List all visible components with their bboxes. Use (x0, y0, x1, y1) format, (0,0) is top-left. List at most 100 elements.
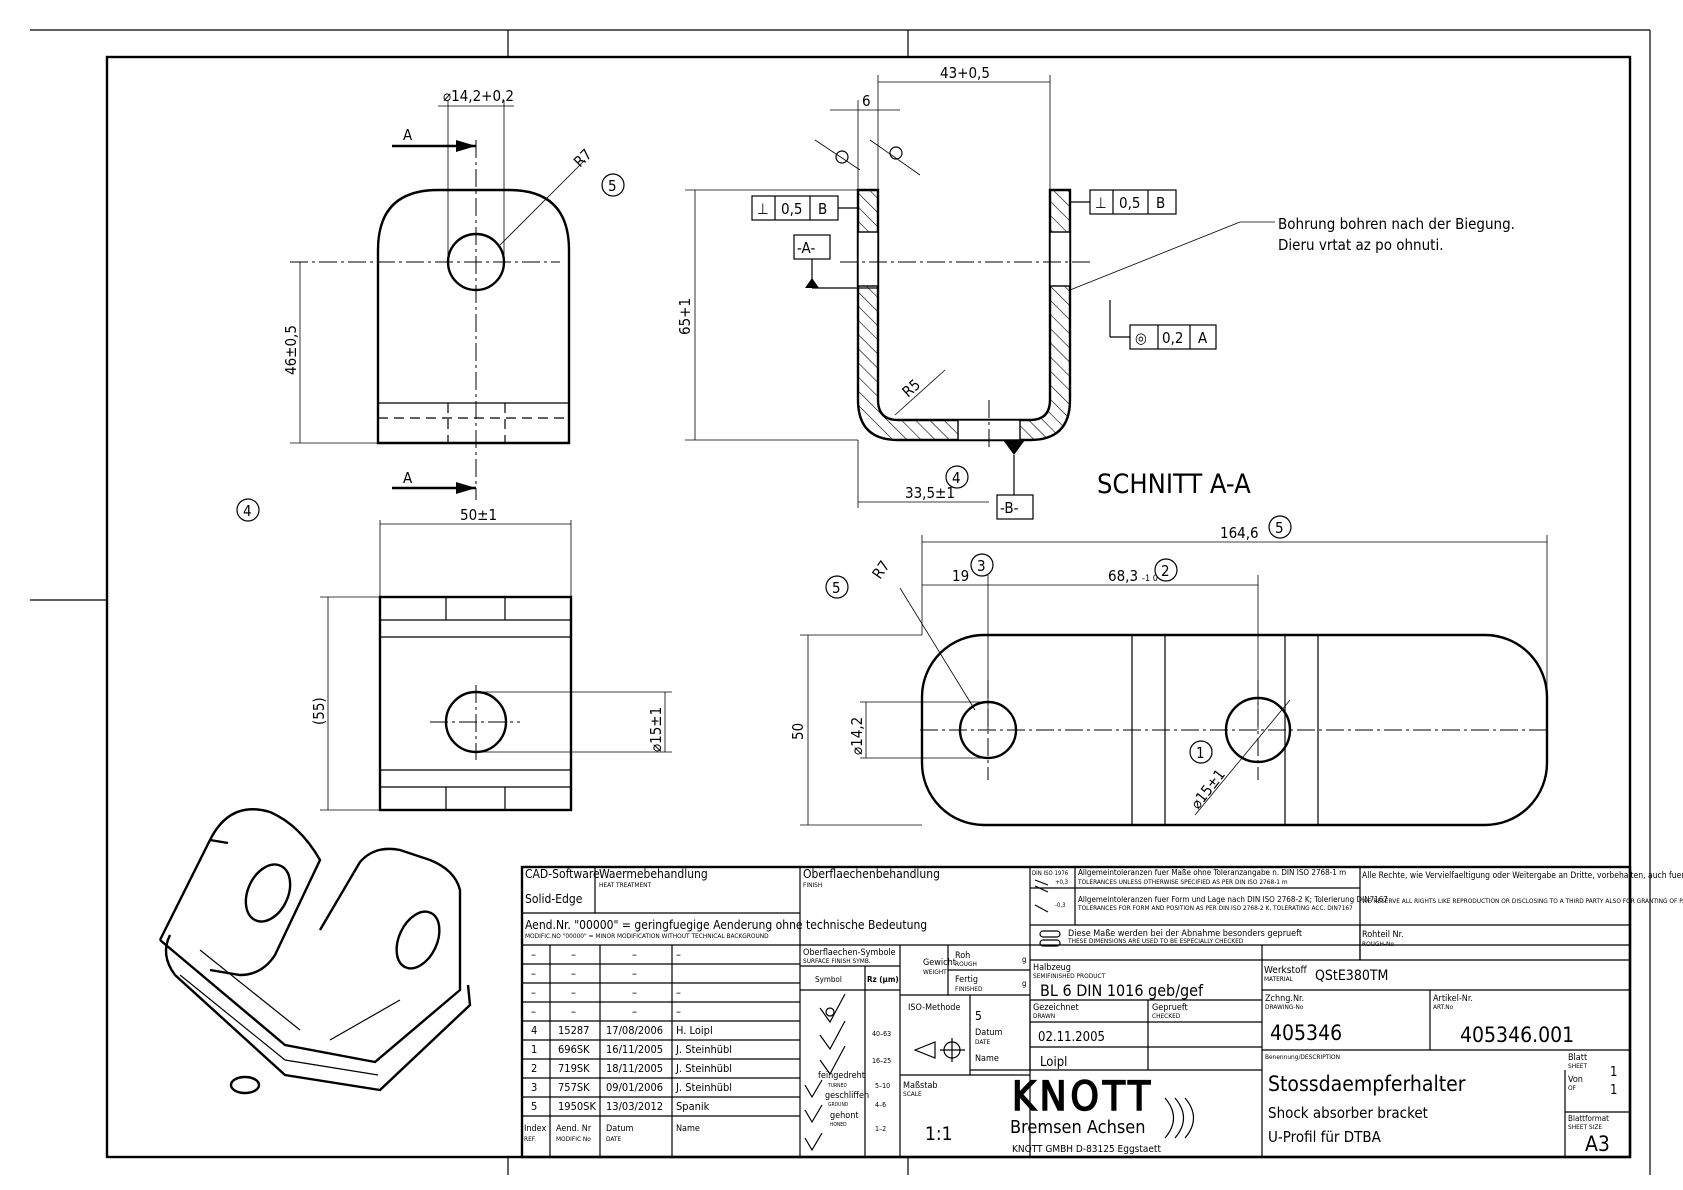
front-hole-dim: ⌀14,2+0,2 (443, 87, 514, 105)
section-offset-dim: 33,5±1 (905, 484, 955, 502)
svg-text:0,5: 0,5 (781, 200, 802, 218)
svg-text:–: – (571, 1005, 576, 1018)
surface-label: Oberflaechenbehandlung (803, 867, 940, 881)
front-view: A A ⌀14,2+0,2 R7 5 46±0,5 (282, 87, 625, 500)
svg-text:WE RESERVE ALL RIGHTS LIKE REP: WE RESERVE ALL RIGHTS LIKE REPRODUCTION … (1362, 897, 1683, 905)
svg-text:Index: Index (524, 1124, 546, 1134)
flat-pattern: 164,6 5 19 3 68,3-1 0 2 R7 5 50 ⌀14,2 ⌀1… (789, 515, 1550, 827)
svg-text:KNOTT: KNOTT (1012, 1074, 1154, 1120)
svg-text:–: – (632, 986, 637, 999)
svg-text:GROUND: GROUND (828, 1102, 849, 1108)
svg-text:Halbzeug: Halbzeug (1033, 963, 1071, 973)
balloon-flat-radius: 5 (832, 579, 841, 597)
svg-text:0,5: 0,5 (1119, 194, 1140, 212)
flat-pos1-dim: 19 (952, 567, 969, 585)
svg-text:TOLERANCES FOR FORM AND POSITI: TOLERANCES FOR FORM AND POSITION AS PER … (1077, 904, 1353, 912)
svg-text:Zchng.Nr.: Zchng.Nr. (1265, 994, 1304, 1004)
section-title: SCHNITT A-A (1097, 469, 1251, 500)
front-radius: R7 (570, 145, 595, 170)
svg-text:OF: OF (1568, 1084, 1577, 1092)
svg-text:–: – (531, 967, 536, 980)
top-depth-dim: (55) (310, 697, 328, 725)
svg-text:g: g (1022, 979, 1027, 988)
svg-text:0,2: 0,2 (1162, 329, 1183, 347)
sheet-format: A3 (1585, 1132, 1610, 1156)
flat-width-dim: 50 (789, 723, 807, 740)
svg-text:–: – (571, 986, 576, 999)
svg-text:Datum: Datum (606, 1124, 634, 1134)
section-aa: 43+0,5 6 65+1 ⊥ 0,5 B -A- (676, 64, 1515, 520)
svg-text:TURNED: TURNED (827, 1083, 847, 1089)
svg-text:Blatt: Blatt (1568, 1053, 1587, 1063)
section-width-dim: 43+0,5 (940, 64, 990, 82)
werkstoff-value: QStE380TM (1315, 968, 1388, 984)
section-wall-dim: 6 (862, 92, 871, 110)
top-view: ⌀15±1 50±1 (55) (310, 506, 672, 812)
svg-text:REF.: REF. (524, 1135, 536, 1143)
svg-text:5: 5 (975, 1009, 982, 1023)
svg-text:5: 5 (531, 1100, 537, 1113)
fcf-perp-right: ⊥ 0,5 B (1070, 189, 1177, 215)
svg-text:Geprueft: Geprueft (1152, 1003, 1188, 1013)
weight-block: Gewicht WEIGHT Roh ROUGH g Fertig FINISH… (900, 945, 1030, 1145)
svg-text:SEMIFINISHED PRODUCT: SEMIFINISHED PRODUCT (1033, 972, 1106, 980)
svg-text:–: – (531, 948, 536, 961)
svg-text:MATERIAL: MATERIAL (1264, 975, 1294, 983)
svg-text:ROUGH-No: ROUGH-No (1362, 940, 1394, 948)
datum-value: 02.11.2005 (1038, 1030, 1105, 1045)
svg-text:–: – (676, 1005, 681, 1018)
svg-text:Allgemeintoleranzen fuer Form: Allgemeintoleranzen fuer Form und Lage n… (1078, 895, 1388, 904)
svg-text:–: – (531, 1005, 536, 1018)
svg-text:Datum: Datum (975, 1028, 1003, 1038)
svg-text:Name: Name (676, 1124, 700, 1134)
halbzeug-value: BL 6 DIN 1016 geb/gef (1040, 981, 1204, 1000)
svg-text:16/11/2005: 16/11/2005 (606, 1043, 663, 1056)
svg-text:DATE: DATE (606, 1135, 621, 1143)
name-value: Loipl (1040, 1055, 1067, 1070)
revision-row: –––– (531, 1005, 681, 1018)
svg-text:Rohteil Nr.: Rohteil Nr. (1362, 930, 1404, 940)
svg-text:–: – (632, 967, 637, 980)
datum-b: -B- (1000, 499, 1019, 517)
svg-text:757SK: 757SK (558, 1081, 590, 1094)
svg-text:Alle Rechte, wie Vervielfaelti: Alle Rechte, wie Vervielfaeltigung oder … (1362, 871, 1683, 881)
cad-label: CAD-Software (525, 867, 600, 881)
svg-text:719SK: 719SK (558, 1062, 590, 1075)
balloon-flat-pos2: 2 (1161, 562, 1170, 580)
svg-text:Allgemeintoleranzen fuer Maße: Allgemeintoleranzen fuer Maße ohne Toler… (1078, 868, 1346, 877)
svg-text:⊥: ⊥ (1095, 194, 1107, 212)
flat-length-dim: 164,6 (1220, 524, 1259, 542)
svg-text:2: 2 (531, 1062, 537, 1075)
svg-text:13/03/2012: 13/03/2012 (606, 1100, 663, 1113)
heat-sub: HEAT TREATMENT (599, 881, 652, 889)
drawing-number: 405346 (1270, 1021, 1342, 1045)
svg-text:40–63: 40–63 (872, 1030, 891, 1038)
title-de: Stossdaempferhalter (1268, 1072, 1466, 1096)
svg-text:09/01/2006: 09/01/2006 (606, 1081, 663, 1094)
top-hole-dim: ⌀15±1 (647, 707, 665, 752)
svg-text:SHEET SIZE: SHEET SIZE (1568, 1123, 1602, 1131)
svg-text:15287: 15287 (558, 1024, 589, 1037)
svg-text:DRAWING-No: DRAWING-No (1265, 1003, 1304, 1011)
section-height-dim: 65+1 (676, 298, 694, 335)
svg-text:-0,3: -0,3 (1055, 902, 1066, 909)
flat-hole1-dim: ⌀14,2 (848, 717, 866, 755)
balloon-side: 4 (243, 502, 252, 520)
balloon-flat-pos1: 3 (977, 557, 986, 575)
company-address: KNOTT GMBH D-83125 Eggstaett (1012, 1144, 1161, 1155)
cad-value: Solid-Edge (525, 892, 583, 906)
svg-text:Roh: Roh (955, 951, 970, 961)
svg-text:1: 1 (1610, 1083, 1617, 1098)
svg-text:1–2: 1–2 (875, 1125, 886, 1133)
section-letter-top: A (403, 126, 413, 144)
svg-text:Aend. Nr: Aend. Nr (556, 1124, 592, 1134)
balloon-section: 4 (952, 469, 961, 487)
svg-text:Bremsen Achsen: Bremsen Achsen (1010, 1117, 1146, 1138)
title-block: CAD-Software Solid-Edge Waermebehandlung… (520, 865, 1683, 1159)
svg-text:Artikel-Nr.: Artikel-Nr. (1433, 994, 1473, 1004)
svg-text:-A-: -A- (797, 239, 815, 257)
